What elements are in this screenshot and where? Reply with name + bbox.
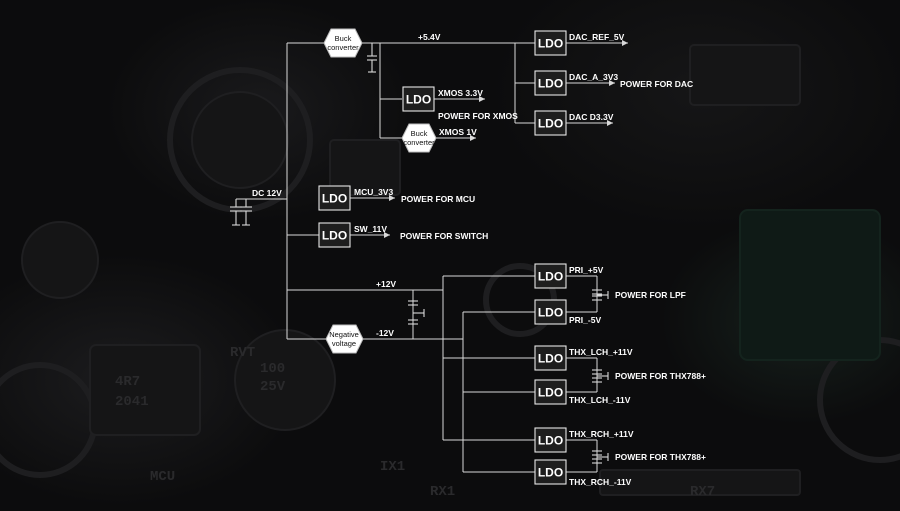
converter-label-line2: voltage <box>332 339 356 348</box>
ldo-label: LDO <box>322 192 347 206</box>
output-label-thx-lch-pos: THX_LCH_+11V <box>569 347 633 357</box>
ldo-label: LDO <box>538 306 563 320</box>
ldo-thx-rch-pos: LDO <box>534 427 567 453</box>
rail-capacitor <box>367 43 377 73</box>
output-label-xmos-3v3: XMOS 3.3V <box>438 88 483 98</box>
ldo-dac-d: LDO <box>534 110 567 136</box>
power-label-thx-l: POWER FOR THX788+ <box>615 371 706 381</box>
output-label-thx-rch-pos: THX_RCH_+11V <box>569 429 634 439</box>
buck-converter-main: Buck converter <box>323 28 363 58</box>
output-label-dac-ref: DAC_REF_5V <box>569 32 625 42</box>
pcb-text: MCU <box>150 469 175 485</box>
pcb-text: IX1 <box>380 459 405 475</box>
pcb-text: RX7 <box>690 484 715 500</box>
pcb-text: 25V <box>260 379 286 395</box>
output-label-pri-pos: PRI_+5V <box>569 265 604 275</box>
ldo-thx-lch-pos: LDO <box>534 345 567 371</box>
converter-label-line2: converter <box>327 43 359 52</box>
wires <box>236 40 628 473</box>
power-label-dac: POWER FOR DAC <box>620 79 693 89</box>
ldo-thx-rch-neg: LDO <box>534 459 567 485</box>
ldo-label: LDO <box>538 77 563 91</box>
ldo-label: LDO <box>406 93 431 107</box>
ldo-label: LDO <box>538 466 563 480</box>
ldo-label: LDO <box>538 37 563 51</box>
power-label-mcu: POWER FOR MCU <box>401 194 475 204</box>
pcb-text: 4R7 <box>115 374 140 390</box>
rail-capacitor <box>408 300 425 325</box>
rail-label-plus-12v: +12V <box>376 279 396 289</box>
converter-label-line1: Buck <box>335 34 352 43</box>
converter-label-line1: Buck <box>411 129 428 138</box>
output-capacitor <box>592 369 609 383</box>
power-label-xmos: POWER FOR XMOS <box>438 111 518 121</box>
pcb-background: 4R7 2041 100 25V RVT MCU IX1 RX1 RX7 <box>0 44 900 500</box>
converter-label-line1: Negative <box>329 330 359 339</box>
pcb-text: RVT <box>230 345 255 361</box>
output-label-dac-a: DAC_A_3V3 <box>569 72 618 82</box>
ldo-label: LDO <box>538 386 563 400</box>
output-label-mcu: MCU_3V3 <box>354 187 393 197</box>
ldo-dac-a: LDO <box>534 70 567 96</box>
ldo-label: LDO <box>538 352 563 366</box>
output-capacitor <box>592 289 609 301</box>
ldo-dac-ref: LDO <box>534 30 567 56</box>
ldo-mcu: LDO <box>318 185 351 211</box>
converter-label-line2: converter <box>403 138 435 147</box>
negative-voltage-converter: Negative voltage <box>325 324 364 354</box>
ldo-label: LDO <box>322 229 347 243</box>
ldo-xmos: LDO <box>402 86 435 112</box>
output-label-switch: SW_11V <box>354 224 387 234</box>
output-label-thx-rch-neg: THX_RCH_-11V <box>569 477 632 487</box>
ldo-switch: LDO <box>318 222 351 248</box>
pcb-text: 100 <box>260 361 285 377</box>
output-label-pri-neg: PRI_-5V <box>569 315 601 325</box>
power-label-lpf: POWER FOR LPF <box>615 290 686 300</box>
capacitors <box>230 43 609 464</box>
output-capacitor <box>592 450 609 464</box>
buck-converter-xmos: Buck converter <box>401 123 437 153</box>
rail-label-dc-in: DC 12V <box>252 188 282 198</box>
pcb-text: 2041 <box>115 394 149 410</box>
output-label-thx-lch-neg: THX_LCH_-11V <box>569 395 631 405</box>
rail-label-minus-12v: -12V <box>376 328 394 338</box>
ldo-pri-pos: LDO <box>534 263 567 289</box>
ldo-pri-neg: LDO <box>534 299 567 325</box>
power-label-thx-r: POWER FOR THX788+ <box>615 452 706 462</box>
power-label-switch: POWER FOR SWITCH <box>400 231 488 241</box>
output-label-dac-d: DAC D3.3V <box>569 112 614 122</box>
ldo-label: LDO <box>538 434 563 448</box>
ldo-thx-lch-neg: LDO <box>534 379 567 405</box>
rail-label-5v4: +5.4V <box>418 32 441 42</box>
output-label-xmos-1v: XMOS 1V <box>439 127 477 137</box>
ldo-label: LDO <box>538 117 563 131</box>
ldo-label: LDO <box>538 270 563 284</box>
pcb-text: RX1 <box>430 484 455 500</box>
input-capacitor <box>230 199 252 226</box>
